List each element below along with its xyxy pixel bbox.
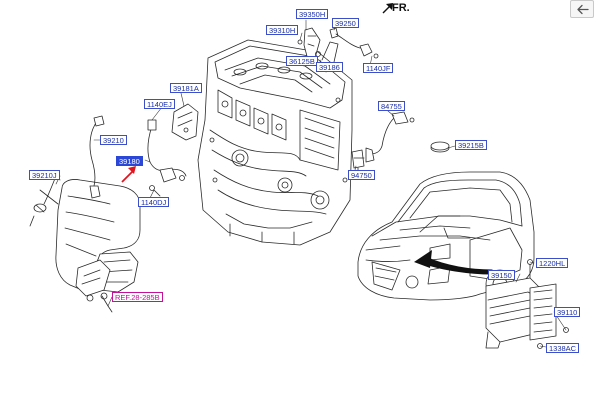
selection-pointer-arrow [121, 166, 136, 183]
camshaft-sensor-illustration [297, 27, 379, 73]
oxygen-sensor-upstream-illustration [89, 115, 105, 199]
callout-39350h[interactable]: 39350H [296, 9, 329, 19]
callout-1338ac[interactable]: 1338AC [546, 343, 580, 353]
callout-1140jf[interactable]: 1140JF [363, 63, 394, 73]
location-arrow-head [414, 250, 432, 268]
sensor-84755-illustration [365, 111, 415, 163]
exhaust-manifold-illustration [29, 172, 141, 313]
callout-39250[interactable]: 39250 [332, 18, 359, 28]
ecu-module-illustration [485, 259, 569, 349]
callout-84755[interactable]: 84755 [378, 101, 405, 111]
front-direction-label: FR. [392, 2, 410, 14]
engine-block-illustration [197, 39, 353, 246]
callout-39210[interactable]: 39210 [100, 135, 127, 145]
callout-94750[interactable]: 94750 [348, 170, 375, 180]
callout-39310h[interactable]: 39310H [266, 25, 299, 35]
reference-link-28-285b[interactable]: REF.28-285B [112, 292, 163, 302]
callout-39181a[interactable]: 39181A [170, 83, 202, 93]
mounting-bracket-illustration [171, 103, 199, 141]
callout-1220hl[interactable]: 1220HL [536, 258, 569, 268]
back-button[interactable] [570, 0, 594, 18]
callout-36125b[interactable]: 36125B [286, 56, 318, 66]
callout-39186[interactable]: 39186 [316, 62, 343, 72]
callout-1140ej[interactable]: 1140EJ [144, 99, 175, 109]
callout-39210j[interactable]: 39210J [29, 170, 60, 180]
callout-39180-selected[interactable]: 39180 [116, 156, 143, 166]
sensor-94750-illustration [351, 149, 365, 177]
front-direction-arrow [382, 3, 393, 14]
arrow-left-icon [577, 4, 589, 15]
callout-39110[interactable]: 39110 [554, 307, 581, 317]
cap-39215b-illustration [430, 141, 450, 153]
callout-39150[interactable]: 39150 [488, 270, 515, 280]
callout-1140dj[interactable]: 1140DJ [138, 197, 170, 207]
knock-sensor-wiring-illustration [147, 119, 187, 197]
callout-39215b[interactable]: 39215B [455, 140, 487, 150]
